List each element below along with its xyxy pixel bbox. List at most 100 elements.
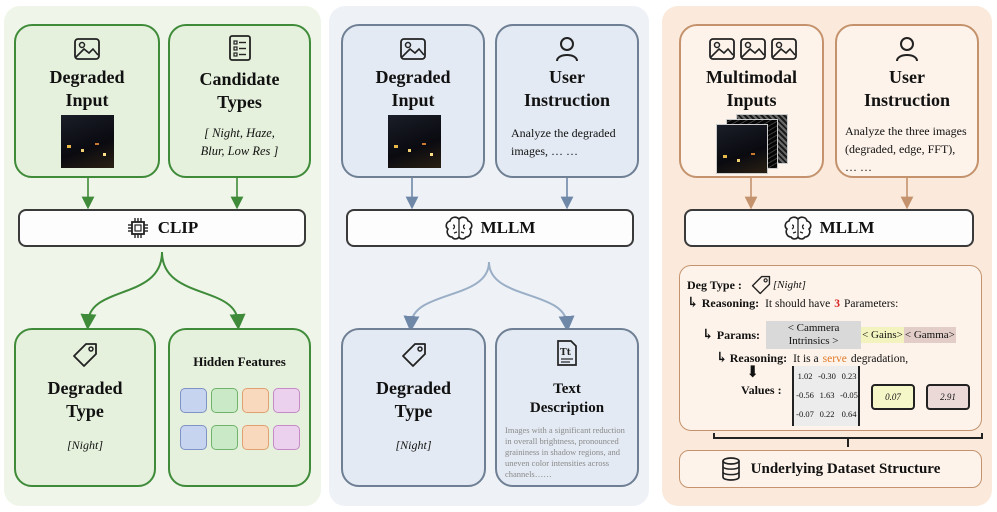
params-label: Params: [716,327,761,342]
reasoning-label: Reasoning: [701,296,760,310]
matrix-cell: -0.56 [796,390,814,400]
param-gamma: < Gamma> [903,327,956,343]
feature-cell [273,388,300,413]
clip-model-bar: CLIP [18,209,306,247]
candidate-types-card: Candidate Types [ Night, Haze, Blur, Low… [168,24,311,178]
matrix-cell: 0.23 [841,371,857,381]
values-label: Values : [741,383,782,397]
hidden-features-card: Hidden Features [168,328,311,487]
deg-type-label: Deg Type : [687,277,742,292]
corner-arrow-icon: ↳ [702,327,714,343]
matrix-cell: 1.63 [819,390,835,400]
degraded-type-card: Degraded Type [Night] [14,328,156,487]
text-description-body: Images with a significant reduction in o… [505,425,625,479]
reasoning-pre: It should have [765,297,831,310]
brain-icon [445,216,473,240]
tag-icon [751,275,771,295]
deg-type-row: Deg Type : [Night] [687,275,806,295]
tag-icon [401,343,426,367]
candidate-types-title: Candidate Types [199,69,280,112]
night-photo-thumbnail [388,115,441,168]
image-icon [709,38,735,60]
degraded-input-title: Degraded Input [375,67,451,110]
instruction-text: Analyze the degraded images, … … [511,126,616,158]
chip-icon [127,218,148,238]
image-icon [740,38,766,60]
night-label: [Night] [395,438,432,452]
right-mllm-bar: MLLM [684,209,974,247]
feature-cell [180,388,207,413]
mllm-label: MLLM [819,218,875,237]
down-arrow-icon: ⬇ [746,364,760,381]
degraded-type-title: Degraded Type [376,378,451,421]
text-document-icon: Tt [557,340,577,366]
mllm-bar: MLLM [346,209,634,247]
text-description-card: Tt Text Description Images with a signif… [495,328,639,487]
matrix-cell: -0.05 [840,390,858,400]
text-description-title: Text Description [529,381,605,416]
three-image-icons [709,38,797,60]
structured-output-box: Deg Type : [Night] ↳ Reasoning: It shoul… [679,265,982,431]
matrix-cell: 0.64 [841,409,857,419]
tag-icon [73,343,97,367]
corner-arrow-icon: ↳ [687,296,699,311]
gain-value-box: 0.07 [871,384,915,410]
degraded-input-card: Degraded Input [14,24,160,178]
candidate-types-list: [ Night, Haze, Blur, Low Res ] [200,126,279,158]
user-instruction-title: User Instruction [523,67,610,110]
night-photo-thumbnail [716,124,768,174]
matrix-cell: -0.07 [796,409,814,419]
clip-label: CLIP [157,218,199,237]
reasoning2-word: serve [822,352,847,365]
reasoning-row-2: ↳ Reasoning: It is a serve degradation, [716,350,908,367]
user-instruction-card: User Instruction Analyze the degraded im… [495,24,639,178]
night-photo-thumbnail [61,115,114,168]
param-camera-intrinsics: < Cammera Intrinsics > [766,321,862,349]
reasoning2-post: degradation, [850,352,909,365]
feature-cell [180,425,207,450]
matrix-cell: 1.02 [797,371,813,381]
params-row: ↳ Params: < Cammera Intrinsics > < Gains… [702,321,956,349]
matrix-cell: 0.22 [819,409,835,419]
reasoning-row-1: ↳ Reasoning: It should have 3 Parameters… [687,295,898,312]
hidden-features-title: Hidden Features [193,354,286,369]
reasoning-number: 3 [834,297,840,310]
intrinsics-matrix: 1.02 -0.30 0.23 -0.56 1.63 -0.05 -0.07 0… [792,366,860,426]
image-icon [771,38,797,60]
right-user-instruction-card: User Instruction Analyze the three image… [835,24,979,178]
degraded-input-title: Degraded Input [49,67,125,110]
feature-cell [211,425,238,450]
user-instruction-title: User Instruction [863,67,950,110]
mllm-label: MLLM [480,218,536,237]
multimodal-inputs-card: Multimodal Inputs [679,24,824,178]
feature-cell [273,425,300,450]
mllm-degraded-type-card: Degraded Type [Night] [341,328,486,487]
reasoning2-pre: It is a [793,352,819,365]
feature-cell [242,388,269,413]
dataset-structure-label: Underlying Dataset Structure [750,460,941,477]
feature-cell [242,425,269,450]
corner-arrow-icon: ↳ [716,351,728,366]
database-icon [721,457,740,481]
brain-icon [784,216,812,240]
user-icon [896,37,918,62]
deg-type-value: [Night] [772,279,806,291]
param-gains: < Gains> [861,327,904,343]
multimodal-inputs-title: Multimodal Inputs [706,67,798,110]
feature-cell [211,388,238,413]
instruction-text: Analyze the three images (degraded, edge… [845,124,967,174]
reasoning2-label: Reasoning: [729,351,788,365]
dataset-structure-bar: Underlying Dataset Structure [679,450,982,488]
image-icon [400,38,426,60]
svg-text:Tt: Tt [560,348,572,358]
image-icon [74,38,100,60]
matrix-cell: -0.30 [818,371,836,381]
degraded-type-title: Degraded Type [47,378,123,421]
mllm-degraded-input-card: Degraded Input [341,24,485,178]
gamma-value-box: 2.91 [926,384,970,410]
checklist-icon [228,35,251,61]
reasoning-post: Parameters: [843,297,899,310]
user-icon [556,37,578,62]
night-label: [Night] [66,438,103,452]
